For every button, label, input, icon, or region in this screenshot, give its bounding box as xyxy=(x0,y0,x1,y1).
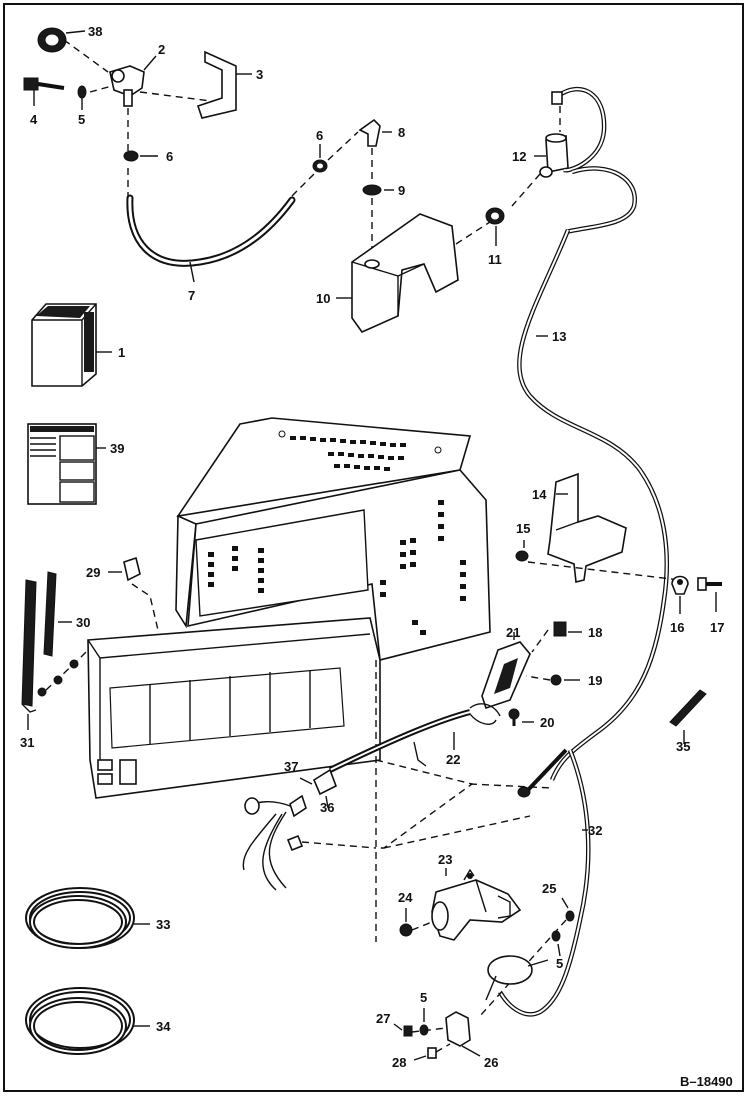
part-35-tie xyxy=(669,689,707,744)
callout-1: 1 xyxy=(118,345,125,360)
figure-reference-code: B–18490 xyxy=(680,1074,733,1089)
part-11-grommet xyxy=(455,207,505,246)
part-34-seal-coil xyxy=(25,987,150,1055)
part-5-washer-mid xyxy=(551,930,561,957)
part-39-sheet xyxy=(27,423,106,505)
part-26-bracket xyxy=(445,1011,481,1057)
callout-36: 36 xyxy=(320,800,334,815)
part-15-nut xyxy=(515,540,529,562)
part-6-grommet-left xyxy=(123,150,158,162)
part-18-connector xyxy=(531,621,582,653)
part-6-grommet-right xyxy=(312,131,359,173)
callout-31: 31 xyxy=(20,735,34,750)
diagram-frame xyxy=(3,3,744,1092)
callout-19: 19 xyxy=(588,673,602,688)
callout-34: 34 xyxy=(156,1019,171,1034)
callout-18: 18 xyxy=(588,625,602,640)
part-12-pump xyxy=(511,133,569,207)
callout-37: 37 xyxy=(284,759,298,774)
callout-7: 7 xyxy=(188,288,195,303)
callout-21: 21 xyxy=(506,625,520,640)
part-7-hose xyxy=(126,168,319,283)
callout-5-mid: 5 xyxy=(556,956,563,971)
callout-4: 4 xyxy=(30,112,38,127)
callout-30: 30 xyxy=(76,615,90,630)
callout-11: 11 xyxy=(488,252,502,267)
callout-labels: 38 2 3 4 5 6 6 8 9 12 11 7 10 1 13 39 14… xyxy=(20,24,724,1070)
callout-32: 32 xyxy=(588,823,602,838)
callout-33: 33 xyxy=(156,917,170,932)
callout-14: 14 xyxy=(532,487,547,502)
part-1-box xyxy=(31,303,112,387)
callout-27: 27 xyxy=(376,1011,390,1026)
callout-9: 9 xyxy=(398,183,405,198)
part-27-bolt xyxy=(393,1023,447,1037)
callout-28: 28 xyxy=(392,1055,406,1070)
callout-10: 10 xyxy=(316,291,330,306)
part-23-motor xyxy=(431,868,522,941)
part-2-nozzle xyxy=(63,39,236,152)
callout-16: 16 xyxy=(670,620,684,635)
callout-20: 20 xyxy=(540,715,554,730)
callout-24: 24 xyxy=(398,890,413,905)
callout-26: 26 xyxy=(484,1055,498,1070)
part-24-nut xyxy=(399,908,433,937)
part-17-bolt xyxy=(697,577,722,612)
part-29-cap xyxy=(108,556,159,631)
callout-17: 17 xyxy=(710,620,724,635)
part-30-wiper-blade xyxy=(43,571,72,657)
callout-12: 12 xyxy=(512,149,526,164)
callout-25: 25 xyxy=(542,881,556,896)
callout-6-upper: 6 xyxy=(316,128,323,143)
wiper-cover-round xyxy=(485,955,549,1001)
part-10-reservoir xyxy=(336,213,459,333)
callout-13: 13 xyxy=(552,329,566,344)
callout-2: 2 xyxy=(158,42,165,57)
part-28-screw xyxy=(413,1043,451,1061)
part-5-washer xyxy=(77,85,87,110)
part-33-seal-coil xyxy=(25,887,150,949)
part-13-tube xyxy=(517,229,669,781)
callout-22: 22 xyxy=(446,752,460,767)
part-31-wiper-arm xyxy=(21,579,89,730)
cab-body xyxy=(87,417,553,942)
part-21-switch xyxy=(481,632,531,710)
callout-6-lower: 6 xyxy=(166,149,173,164)
callout-23: 23 xyxy=(438,852,452,867)
part-3-bracket xyxy=(196,50,252,119)
callout-29: 29 xyxy=(86,565,100,580)
tube-upper-loop xyxy=(551,86,638,235)
part-20-screw xyxy=(508,708,534,726)
part-37-connector xyxy=(242,777,377,891)
part-4-bolt xyxy=(23,77,65,106)
callout-15: 15 xyxy=(516,521,530,536)
callout-3: 3 xyxy=(256,67,263,82)
callout-5-top: 5 xyxy=(78,112,85,127)
callout-38: 38 xyxy=(88,24,102,39)
part-32-cable xyxy=(498,748,591,1017)
part-22-harness xyxy=(328,703,501,773)
callout-35: 35 xyxy=(676,739,690,754)
callout-5-low: 5 xyxy=(420,990,427,1005)
part-38-bushing xyxy=(37,27,86,53)
callout-39: 39 xyxy=(110,441,124,456)
part-19-nut xyxy=(525,674,580,686)
part-8-elbow xyxy=(358,118,392,180)
part-36-connector xyxy=(312,768,338,809)
callout-8: 8 xyxy=(398,125,405,140)
part-16-clamp xyxy=(671,575,689,614)
part-14-bracket xyxy=(527,472,681,583)
